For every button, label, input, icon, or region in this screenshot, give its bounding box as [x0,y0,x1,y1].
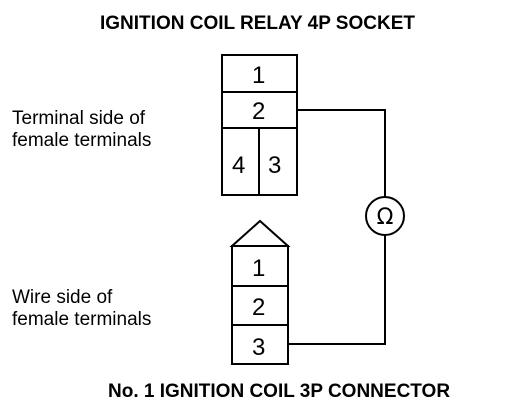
socket-terminal-1: 1 [252,62,265,89]
socket-side-label-line1: Terminal side of [12,108,146,129]
connector-terminal-3: 3 [252,334,265,361]
test-lead [288,109,386,345]
socket-terminal-2: 2 [252,98,265,125]
socket-side-label-line2: female terminals [12,130,151,151]
connector-title: No. 1 IGNITION COIL 3P CONNECTOR [108,381,450,402]
socket-title: IGNITION COIL RELAY 4P SOCKET [100,13,415,34]
connector-side-label-line2: female terminals [12,309,151,330]
socket-terminal-3: 3 [268,152,281,179]
relay-socket [221,54,298,196]
ohm-symbol: Ω [377,205,394,230]
coil-connector [229,219,291,365]
connector-terminal-2: 2 [252,294,265,321]
socket-terminal-4: 4 [232,152,245,179]
connector-side-label-line1: Wire side of [12,287,113,308]
connector-terminal-1: 1 [252,255,265,282]
ohmmeter-icon: Ω [365,196,405,236]
